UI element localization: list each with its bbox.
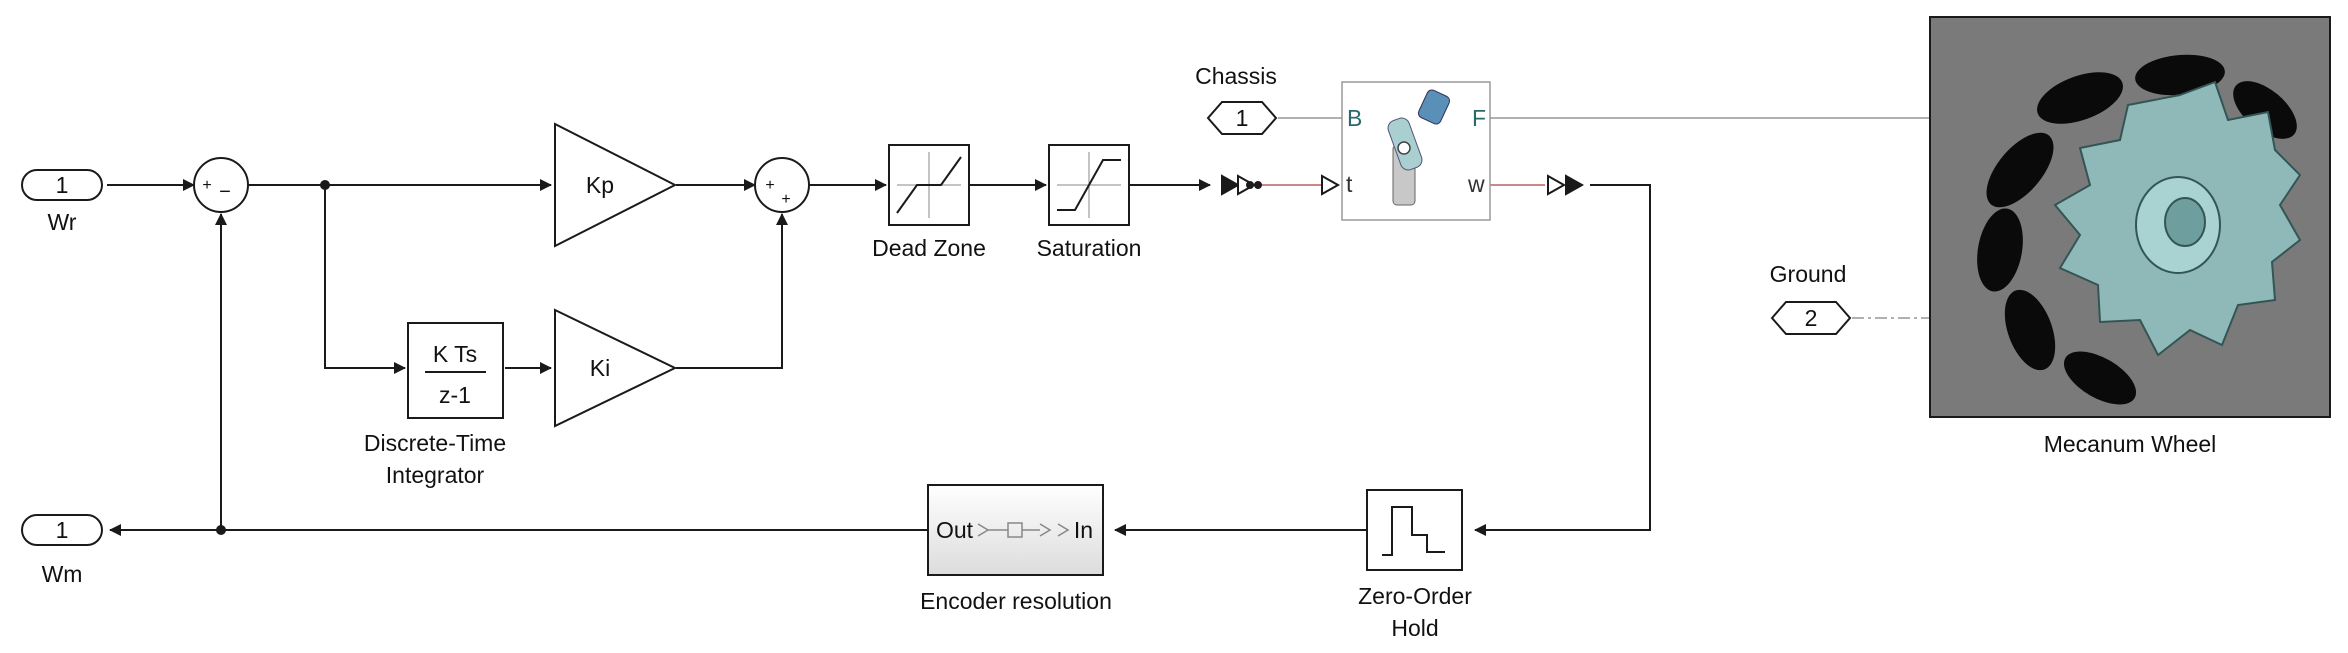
gain-ki-label: Ki	[590, 355, 610, 381]
gain-kp-label: Kp	[586, 172, 614, 198]
zoh-label-1: Zero-Order	[1358, 583, 1472, 609]
converter-out-triangle-2	[1565, 174, 1585, 196]
revolute-joint-block[interactable]: B F t w	[1341, 81, 1491, 221]
joint-port-w: w	[1467, 171, 1485, 197]
encoder-resolution-subsystem[interactable]: Out In Encoder resolution	[920, 484, 1112, 614]
joint-port-t: t	[1346, 171, 1353, 197]
encoder-box	[927, 484, 1104, 576]
encoder-label: Encoder resolution	[920, 588, 1112, 614]
joint-icon-head	[1417, 89, 1451, 125]
wheel-roller	[2063, 351, 2137, 405]
zero-order-hold-block[interactable]: Zero-Order Hold	[1358, 489, 1472, 641]
branch-point-error	[320, 180, 330, 190]
encoder-in-port: In	[1074, 517, 1093, 543]
gain-ki-triangle	[554, 308, 678, 428]
wheel-roller	[1986, 132, 2054, 208]
outport-wm-label: Wm	[42, 561, 83, 587]
sum-error-plus: +	[202, 177, 211, 194]
wheel-roller	[2037, 72, 2123, 124]
sum-error-minus: −	[219, 181, 231, 203]
encoder-icon-arrow-right	[1039, 523, 1052, 537]
outport-wm[interactable]: 1 Wm	[21, 514, 103, 587]
converter-out-triangle	[1321, 174, 1341, 196]
wheel-hub	[2053, 80, 2302, 357]
sum-block-pi[interactable]: + +	[754, 157, 810, 213]
converter-in-dot-1	[1246, 181, 1254, 189]
encoder-icon-arrow-in	[1057, 523, 1070, 537]
chassis-label: Chassis	[1195, 63, 1277, 89]
encoder-out-port: Out	[936, 517, 974, 543]
discrete-time-integrator[interactable]: K Ts z-1 Discrete-Time Integrator	[364, 322, 506, 488]
connection-port-ground[interactable]: Ground 2	[1770, 261, 1852, 335]
inport-wr-shape	[21, 169, 103, 201]
connection-port-chassis[interactable]: Chassis 1	[1195, 63, 1278, 135]
inport-wr[interactable]: 1 Wr	[21, 169, 103, 235]
zoh-label-2: Hold	[1391, 615, 1438, 641]
ground-port-number: 2	[1805, 305, 1818, 331]
encoder-inner-icon	[977, 522, 1070, 538]
inport-wr-number: 1	[56, 172, 69, 198]
mecanum-wheel-label: Mecanum Wheel	[2044, 431, 2217, 457]
wheel-roller	[1977, 208, 2023, 292]
physical-lines	[1258, 117, 1930, 319]
wire-ki-to-sum2[interactable]	[676, 213, 788, 369]
wire-branch-to-integrator[interactable]	[324, 185, 406, 374]
branch-point-feedback	[216, 525, 226, 535]
chassis-port-number: 1	[1236, 105, 1249, 131]
sum-block-error-circle	[193, 157, 249, 213]
integrator-box	[407, 322, 504, 419]
wheel-roller	[2135, 54, 2225, 96]
wheel-rollers	[1977, 54, 2297, 405]
converter-out-triangle-1	[1547, 174, 1567, 196]
ground-port-shape	[1770, 301, 1852, 335]
ps-converter-out[interactable]	[1547, 174, 1585, 196]
saturation-label: Saturation	[1037, 235, 1142, 261]
zoh-box	[1366, 489, 1463, 571]
converter-in-dot-2	[1254, 181, 1262, 189]
zoh-staircase-icon	[1382, 506, 1445, 556]
inport-wr-label: Wr	[48, 209, 77, 235]
sum-block-error[interactable]: + −	[193, 157, 249, 213]
wire-converter-to-zoh[interactable]	[1474, 184, 1651, 536]
dead-zone-curve	[896, 156, 962, 214]
dead-zone-block[interactable]: Dead Zone	[872, 144, 986, 261]
converter-in-triangle-1	[1221, 174, 1241, 196]
saturation-curve	[1057, 159, 1121, 211]
wheel-roller	[2233, 81, 2297, 139]
signal-lines	[107, 179, 1651, 536]
ground-label: Ground	[1770, 261, 1847, 287]
gain-kp[interactable]: Kp	[554, 122, 678, 248]
integrator-label-1: Discrete-Time	[364, 430, 506, 456]
chassis-port-shape	[1206, 101, 1278, 135]
ps-converter-in[interactable]	[1221, 174, 1341, 196]
sum-pi-plus-2: +	[781, 191, 790, 208]
integrator-label-2: Integrator	[386, 462, 485, 488]
dead-zone-label: Dead Zone	[872, 235, 986, 261]
mecanum-wheel-block[interactable]: Mecanum Wheel	[1929, 16, 2331, 457]
joint-icon	[1387, 89, 1451, 206]
saturation-block[interactable]: Saturation	[1037, 144, 1142, 261]
outport-wm-number: 1	[56, 517, 69, 543]
sum-block-pi-circle	[754, 157, 810, 213]
joint-port-b: B	[1347, 105, 1362, 131]
joint-port-f: F	[1472, 105, 1486, 131]
joint-box	[1341, 81, 1491, 221]
wheel-roller	[2004, 289, 2056, 371]
integrator-numerator: K Ts	[433, 341, 477, 367]
sum-pi-plus-1: +	[765, 177, 774, 194]
integrator-denominator: z-1	[439, 382, 471, 408]
outport-wm-shape	[21, 514, 103, 546]
gain-ki[interactable]: Ki	[554, 308, 678, 428]
gain-kp-triangle	[554, 122, 678, 248]
wheel-hub-bore	[2164, 197, 2206, 247]
joint-icon-pivot	[1397, 141, 1411, 155]
